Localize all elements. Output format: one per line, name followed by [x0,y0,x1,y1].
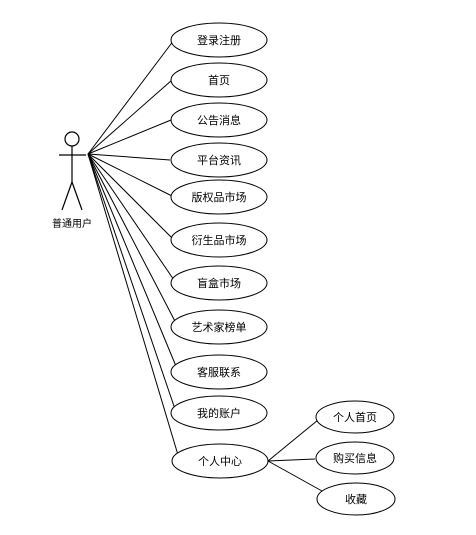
use-case-artist-ranking: 艺术家榜单 [170,309,268,345]
use-case-label: 艺术家榜单 [192,320,247,334]
association-purchase-info [267,458,316,462]
actor-left-leg [61,181,73,211]
use-case-label: 平台资讯 [197,153,241,167]
sub-use-case-favorites: 收藏 [316,482,396,516]
sub-use-case-personal-home: 个人首页 [315,400,395,434]
use-case-label: 收藏 [345,492,367,506]
actor-label: 普通用户 [52,217,92,230]
use-case-ellipse [170,395,268,431]
use-case-ellipse [170,354,268,390]
use-case-personal-center: 个人中心 [171,443,269,479]
use-case-label: 购买信息 [333,451,377,465]
use-case-news: 平台资讯 [170,142,268,178]
actor-stick-figure [59,131,86,211]
use-case-ellipse [315,441,395,475]
include-associations [267,419,323,492]
use-case-derivative-market: 衍生品市场 [170,222,268,258]
use-case-copyright-market: 版权品市场 [170,179,268,215]
use-case-blindbox-market: 盲盒市场 [170,265,268,301]
use-case-ellipse [170,142,268,178]
association-customer-service [87,153,179,372]
use-case-ellipse [170,309,268,345]
actor-right-leg [71,181,83,211]
use-case-ellipse [170,265,268,301]
use-case-label: 个人中心 [198,455,242,468]
use-case-ellipse [316,482,396,516]
association-home [87,79,173,155]
actor-head [64,131,80,147]
use-case-label: 个人首页 [333,410,377,424]
use-case-label: 首页 [208,73,230,87]
use-case-ellipse [170,22,268,58]
use-case-ellipse [170,102,268,138]
association-artist-ranking [87,153,179,328]
use-case-label: 我的账户 [197,406,241,420]
use-case-notice: 公告消息 [170,102,268,138]
use-case-ellipse [170,179,268,215]
actor-associations [87,39,179,456]
association-notice [87,119,172,155]
association-favorites [267,460,323,492]
association-derivative-market [87,153,175,241]
association-personal-home [267,419,319,462]
use-case-label: 客服联系 [197,365,241,379]
use-case-ellipse [170,62,268,98]
use-case-label: 登录注册 [197,33,241,47]
use-case-login: 登录注册 [170,22,268,58]
use-case-ellipse [170,222,268,258]
association-my-account [87,153,177,413]
use-case-my-account: 我的账户 [170,395,268,431]
use-case-label: 版权品市场 [192,190,247,204]
use-case-ellipse [171,443,269,479]
sub-use-case-purchase-info: 购买信息 [315,441,395,475]
use-case-ellipse [315,400,395,434]
association-login [87,39,175,155]
use-case-label: 公告消息 [197,113,241,127]
association-copyright-market [87,153,173,197]
use-case-label: 衍生品市场 [192,233,247,247]
use-case-label: 盲盒市场 [197,276,241,290]
association-news [87,153,171,161]
use-case-customer-service: 客服联系 [170,354,268,390]
association-blindbox-market [87,153,177,284]
association-personal-center [87,153,179,456]
use-case-home: 首页 [170,62,268,98]
